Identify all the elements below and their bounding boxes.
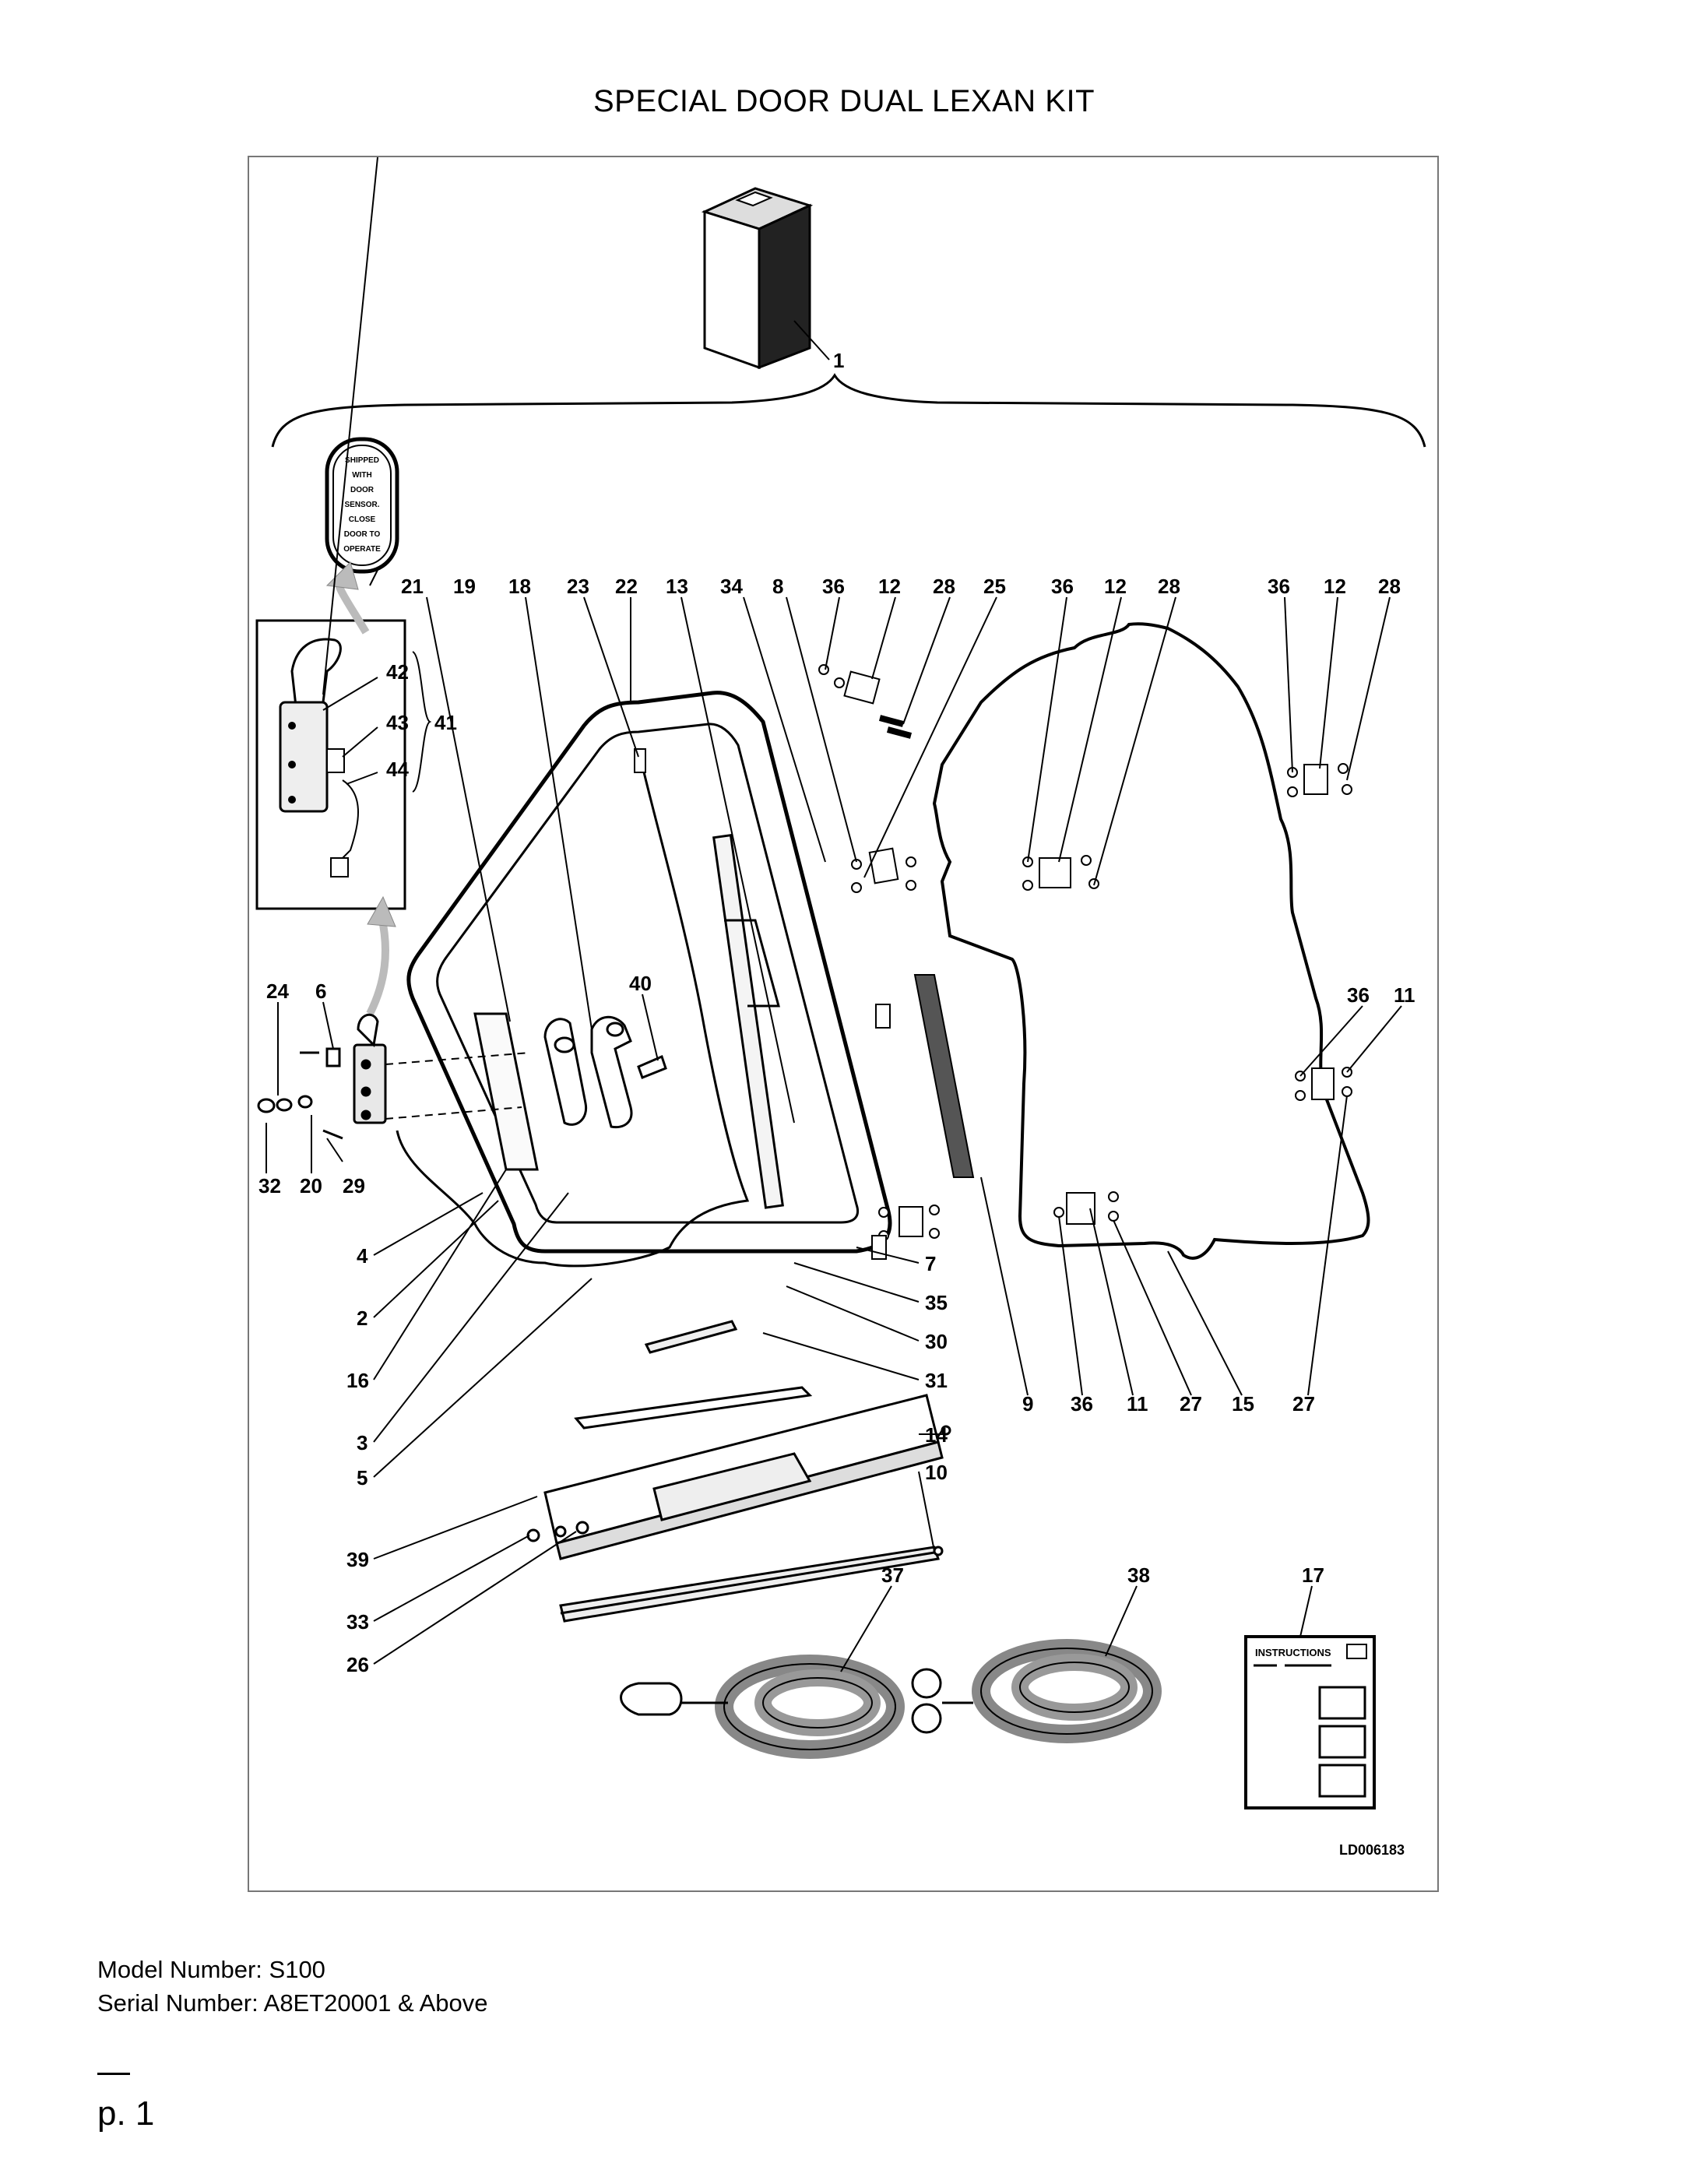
callout-28-a: 28 (933, 575, 955, 598)
page-number: p. 1 (97, 2094, 155, 2133)
callout-22: 22 (615, 575, 638, 598)
callout-23: 23 (567, 575, 589, 598)
callout-15: 15 (1232, 1392, 1254, 1416)
callout-39: 39 (346, 1548, 369, 1571)
callout-12-b: 12 (1104, 575, 1127, 598)
kit-bracket (271, 373, 1426, 448)
callout-3: 3 (357, 1431, 367, 1454)
callout-43: 43 (386, 711, 409, 734)
callout-24: 24 (266, 979, 289, 1003)
callout-27-a: 27 (1180, 1392, 1202, 1416)
seal-coil-37-illustration (620, 1655, 905, 1759)
instructions-sheet-illustration: INSTRUCTIONS (1244, 1635, 1376, 1809)
callout-17: 17 (1302, 1563, 1324, 1587)
parts-diagram-frame: 1 SHIPPED WITH DOOR SENSOR. CLOSE DOOR T… (248, 156, 1439, 1892)
callout-44: 44 (386, 758, 409, 781)
callout-1: 1 (833, 349, 844, 372)
decal-line-2: WITH (352, 471, 372, 480)
callout-13: 13 (666, 575, 688, 598)
callout-42: 42 (386, 660, 409, 684)
decal-line-1: SHIPPED (345, 456, 379, 465)
callout-18: 18 (508, 575, 531, 598)
callout-33: 33 (346, 1610, 369, 1634)
callout-37: 37 (881, 1563, 904, 1587)
hinges-left-illustration (851, 847, 940, 1260)
callout-12-c: 12 (1324, 575, 1346, 598)
exploded-parts-diagram: 1 SHIPPED WITH DOOR SENSOR. CLOSE DOOR T… (255, 157, 1426, 1858)
callout-38: 38 (1127, 1563, 1150, 1587)
model-number: Model Number: S100 (97, 1956, 325, 1983)
callout-35: 35 (925, 1291, 948, 1314)
instructions-label: INSTRUCTIONS (1255, 1647, 1331, 1658)
callout-19: 19 (453, 575, 476, 598)
hinge-set-top-illustration (818, 664, 913, 739)
door-frame-illustration (406, 691, 892, 1254)
callout-36-d: 36 (1347, 983, 1370, 1007)
kit-box-illustration (701, 187, 830, 370)
callout-9: 9 (1022, 1392, 1033, 1416)
callout-29: 29 (343, 1174, 365, 1198)
diagram-reference-code: LD006183 (1339, 1842, 1405, 1858)
callout-31: 31 (925, 1369, 948, 1392)
callout-leader-lines (266, 569, 1402, 1672)
callout-36-c: 36 (1268, 575, 1290, 598)
sensor-cable-illustration (396, 748, 750, 1268)
callout-6: 6 (315, 979, 326, 1003)
page-title: SPECIAL DOOR DUAL LEXAN KIT (593, 84, 1095, 118)
latch-alignment-lines (385, 1052, 530, 1120)
seal-coil-38-illustration (911, 1639, 1162, 1743)
door-latch-illustration (257, 1013, 387, 1140)
callout-21: 21 (401, 575, 424, 598)
callout-36-e: 36 (1071, 1392, 1093, 1416)
callout-40: 40 (629, 972, 652, 995)
callout-14: 14 (925, 1423, 948, 1447)
decal-line-7: OPERATE (343, 545, 381, 554)
decal-line-6: DOOR TO (344, 530, 381, 539)
callout-36-a: 36 (822, 575, 845, 598)
decal-line-5: CLOSE (349, 515, 376, 524)
seal-strip-illustration (913, 974, 975, 1178)
sensor-location-arrow (366, 915, 389, 1016)
callout-32: 32 (258, 1174, 281, 1198)
callout-34: 34 (720, 575, 743, 598)
bottom-channel-illustration (526, 1320, 951, 1623)
callout-4: 4 (357, 1244, 368, 1268)
decal-line-4: SENSOR. (344, 501, 379, 509)
callout-28-c: 28 (1378, 575, 1401, 598)
callout-28-b: 28 (1158, 575, 1180, 598)
callout-10: 10 (925, 1461, 948, 1484)
callout-11-a: 11 (1394, 983, 1415, 1007)
callout-30: 30 (925, 1330, 948, 1353)
callout-26: 26 (346, 1653, 369, 1676)
door-sensor-illustration (279, 638, 359, 877)
callout-27-b: 27 (1292, 1392, 1315, 1416)
callout-7: 7 (925, 1252, 936, 1275)
page-divider (97, 2073, 130, 2075)
callout-2: 2 (357, 1307, 367, 1330)
callout-11-b: 11 (1127, 1392, 1148, 1416)
door-sensor-decal: SHIPPED WITH DOOR SENSOR. CLOSE DOOR TO … (325, 437, 399, 574)
callout-16: 16 (346, 1369, 369, 1392)
callout-8: 8 (772, 575, 783, 598)
door-handles-illustration (543, 1015, 667, 1129)
lexan-panel-illustration (932, 622, 1370, 1260)
serial-number: Serial Number: A8ET20001 & Above (97, 1989, 488, 2017)
callout-12-a: 12 (878, 575, 901, 598)
callout-36-b: 36 (1051, 575, 1074, 598)
decal-line-3: DOOR (350, 486, 375, 494)
callout-25: 25 (983, 575, 1006, 598)
callout-5: 5 (357, 1466, 367, 1489)
callout-20: 20 (300, 1174, 322, 1198)
